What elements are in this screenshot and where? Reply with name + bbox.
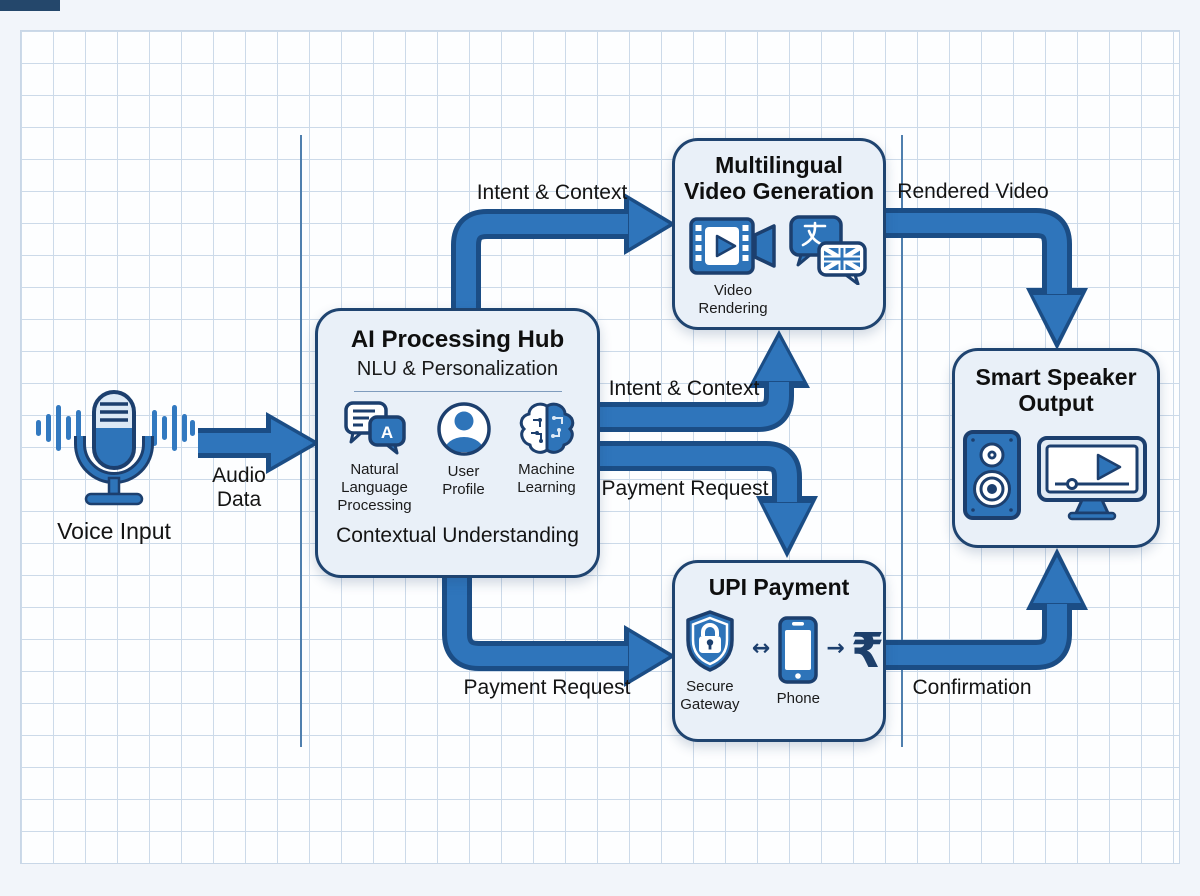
voice-input-label: Voice Input [57,518,171,544]
secure-gateway-shield-icon [686,610,734,672]
edge-audio-data [198,412,320,474]
translation-languages-icon [789,214,867,285]
edge-rendered-video [883,208,1088,350]
upi-title: UPI Payment [708,574,850,600]
node-smart-speaker-output: Smart Speaker Output [952,348,1160,548]
edge-label-audio-data: Audio Data [212,463,266,511]
right-arrow-icon: → [826,636,845,662]
nlp-label: Natural Language Processing [337,460,412,515]
video-player-monitor-icon [1037,435,1147,520]
edge-label-rendered-video: Rendered Video [897,180,1049,203]
phone-icon [778,616,819,684]
microphone-icon [36,390,195,506]
ai-hub-subtitle: NLU & Personalization [356,357,559,380]
video-rendering-label: Video Rendering [698,281,768,317]
edge-label-intent-context-top: Intent & Context [476,181,628,204]
ai-hub-divider [353,390,562,392]
phone-label: Phone [776,689,820,707]
edge-intent-context-mid [600,330,810,432]
uk-flag [822,245,862,272]
user-profile-label: User Profile [442,462,485,499]
ai-hub-footer: Contextual Understanding [336,523,579,547]
corner-artifact [0,0,60,11]
edge-label-payment-request-mid: Payment Request [601,477,769,500]
secure-gateway-label: Secure Gateway [680,677,740,714]
nlp-chat-icon: A [343,401,406,455]
edge-intent-context-top [451,193,676,312]
nlp-a-badge: A [380,423,392,442]
node-upi-payment: UPI Payment Secure Gateway ↔ [672,560,886,742]
node-multilingual-video-generation: Multilingual Video Generation Vid [672,138,886,330]
sound-waves-left [36,405,81,451]
machine-learning-brain-icon [519,402,574,454]
edge-confirmation [883,548,1088,670]
speaker-box-icon [963,429,1021,520]
machine-learning-label: Machine Learning [517,460,576,497]
ai-hub-title: AI Processing Hub [350,326,565,353]
video-gen-title: Multilingual Video Generation [683,152,874,204]
edge-payment-request-mid [600,441,818,558]
edge-label-payment-request-bottom: Payment Request [463,676,631,699]
edge-label-intent-context-mid: Intent & Context [608,377,760,400]
user-profile-icon [436,402,491,456]
video-rendering-icon [689,216,776,275]
rupee-symbol: ₹ [850,622,885,679]
bidirectional-arrow-icon: ↔ [751,636,771,662]
sound-waves-right [152,405,195,451]
edge-payment-request-bottom [442,574,676,687]
edge-label-confirmation: Confirmation [912,676,1032,699]
node-ai-processing-hub: AI Processing Hub NLU & Personalization … [315,308,600,578]
guide-line-right [901,135,903,747]
speaker-title: Smart Speaker Output [975,364,1137,416]
